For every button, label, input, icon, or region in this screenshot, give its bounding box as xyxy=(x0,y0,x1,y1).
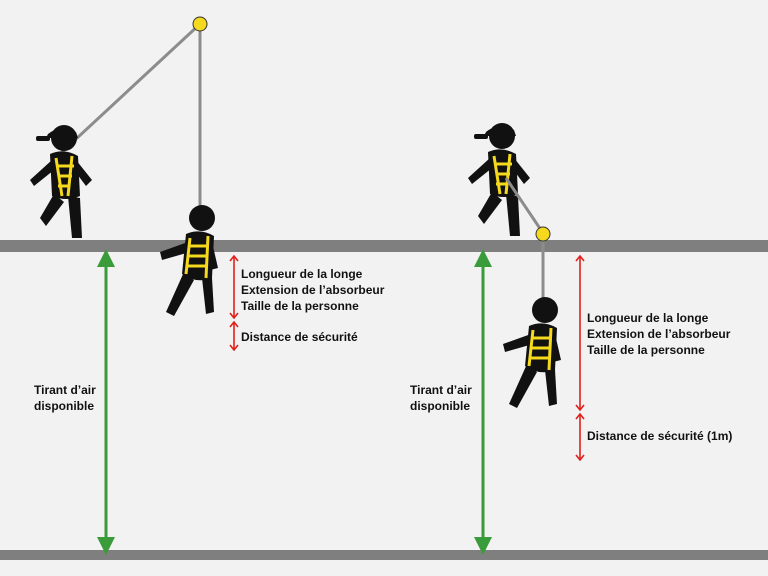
lower-floor xyxy=(0,550,768,560)
right-standing-worker-icon xyxy=(466,121,532,238)
right-measure-arrows xyxy=(575,254,585,462)
left-lanyard-to-standing xyxy=(60,22,202,154)
left-clearance-label: Tirant d’air disponible xyxy=(34,382,96,414)
left-measure-arrows xyxy=(229,254,239,352)
upper-floor xyxy=(0,240,768,252)
right-lanyard-to-standing xyxy=(504,177,545,234)
left-safety-distance-text: Distance de sécurité xyxy=(241,330,358,344)
left-clearance-label-line1: Tirant d’air xyxy=(34,383,96,397)
right-anchor-point xyxy=(535,226,551,242)
left-safety-distance: Distance de sécurité xyxy=(241,329,358,345)
right-safety-distance-text: Distance de sécurité (1m) xyxy=(587,429,733,443)
left-component-absorber-extension: Extension de l’absorbeur xyxy=(241,283,385,297)
left-component-lanyard-length: Longueur de la longe xyxy=(241,267,363,281)
right-clearance-label: Tirant d’air disponible xyxy=(410,382,472,414)
right-component-absorber-extension: Extension de l’absorbeur xyxy=(587,327,731,341)
right-component-person-height: Taille de la personne xyxy=(587,343,705,357)
left-scenario xyxy=(28,16,239,555)
left-anchor-point xyxy=(192,16,208,32)
right-fall-components: Longueur de la longe Extension de l’abso… xyxy=(587,310,730,358)
right-safety-distance: Distance de sécurité (1m) xyxy=(587,428,732,444)
left-clearance-label-line2: disponible xyxy=(34,399,94,413)
left-fall-components: Longueur de la longe Extension de l’abso… xyxy=(241,266,384,314)
right-clearance-label-line1: Tirant d’air xyxy=(410,383,472,397)
right-component-lanyard-length: Longueur de la longe xyxy=(587,311,709,325)
left-component-person-height: Taille de la personne xyxy=(241,299,359,313)
right-clearance-label-line2: disponible xyxy=(410,399,470,413)
right-falling-worker-icon xyxy=(501,295,563,410)
left-falling-worker-icon xyxy=(158,203,220,318)
right-scenario xyxy=(466,121,585,555)
left-standing-worker-icon xyxy=(28,123,94,240)
